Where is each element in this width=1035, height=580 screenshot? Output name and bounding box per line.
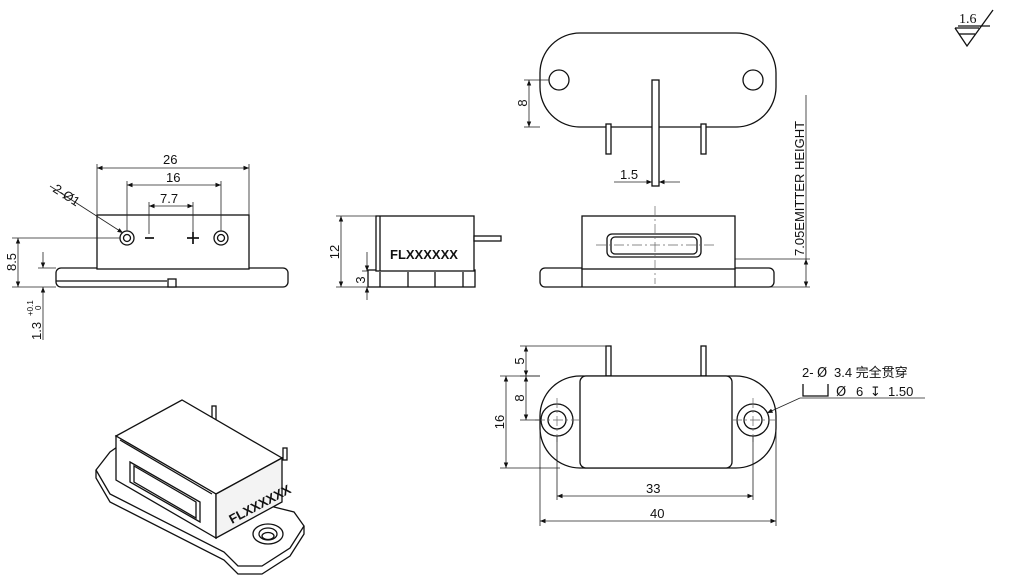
dim-base-thickness-1-3: 1.3 (29, 322, 44, 340)
dim-base-3: 3 (353, 276, 368, 283)
isometric-view: FLXXXXXX (95, 399, 305, 575)
top-view: 8 1.5 7.05EMITTER HEIGHT (515, 32, 810, 288)
base-notch (167, 278, 177, 288)
emitter-window (606, 233, 702, 258)
cbore-diameter-icon: Ø (836, 385, 846, 400)
dim-pin-spacing-7-7: 7.7 (160, 191, 178, 206)
part-marking-side: FLXXXXXX (390, 247, 458, 262)
iso-pin-2 (282, 447, 288, 461)
dim-length-40: 40 (650, 506, 664, 521)
bottom-view-body (579, 375, 733, 469)
hole-callout-2-dia-1: 2-Ø1 (50, 181, 82, 209)
emitter-height-label: 7.05EMITTER HEIGHT (792, 121, 807, 256)
pin-left (605, 123, 612, 155)
dim-hole-offset-top: 8 (515, 99, 530, 106)
pin-right (700, 123, 707, 155)
dim-hole-spacing-33: 33 (646, 481, 660, 496)
dim-height-12: 12 (327, 245, 342, 259)
iso-body-side (215, 456, 283, 540)
side-view-base (367, 269, 476, 288)
top-right-mount-hole (742, 69, 764, 91)
tolerance-lower: 0 (34, 305, 43, 310)
dim-pin-spacing: 1.5 (620, 167, 638, 182)
counterbore-diameter: 6 (856, 384, 863, 399)
bottom-pin-left (605, 345, 612, 377)
tolerance-upper: +0.1 (26, 300, 35, 316)
dim-width-26: 26 (163, 152, 177, 167)
roughness-symbol: 1.6 (954, 9, 994, 48)
side-view-body (375, 215, 475, 272)
hole-count-prefix: 2- (802, 365, 814, 380)
dim-pin-length-5: 5 (512, 357, 527, 364)
hole-callout: 2- Ø 3.4 完全贯穿 ⌴ Ø 6 ↧ 1.50 (802, 365, 913, 400)
dim-height-16: 16 (492, 415, 507, 429)
iso-mount-hole (252, 523, 284, 545)
bottom-view: 5 8 16 33 40 2- Ø 3.4 完全贯穿 ⌴ Ø 6 ↧ (492, 345, 925, 526)
front-view (539, 206, 775, 288)
counterbore-depth: 1.50 (888, 384, 913, 399)
left-front-view: − + 26 16 7.7 2-Ø1 8.5 1.3 +0.1 0 (4, 152, 289, 340)
bottom-pin-right (700, 345, 707, 377)
iso-emitter-window (129, 460, 201, 524)
dim-hole-height-8-5: 8.5 (4, 253, 19, 271)
front-view-base (539, 267, 775, 288)
dim-hole-offset-8: 8 (512, 394, 527, 401)
through-hole-diameter: 3.4 完全贯穿 (834, 365, 908, 380)
counterbore-icon (802, 384, 829, 397)
emitter-bar (651, 79, 660, 187)
left-view-body (96, 214, 250, 270)
dim-hole-spacing-16: 16 (166, 170, 180, 185)
roughness-value: 1.6 (959, 12, 977, 27)
side-view: FLXXXXXX 12 3 (327, 215, 502, 300)
depth-icon: ↧ (870, 385, 881, 400)
side-view-pin (473, 235, 502, 242)
diameter-icon: Ø (817, 366, 827, 381)
